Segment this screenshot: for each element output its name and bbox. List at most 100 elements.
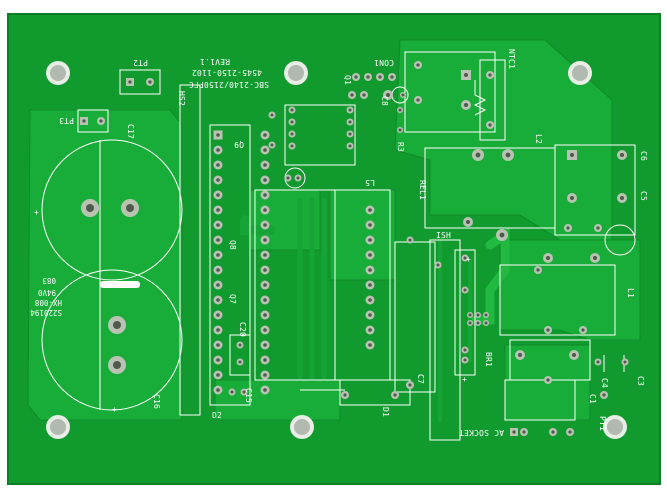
drill-hole: [566, 226, 570, 230]
plus-mark-c16: +: [112, 405, 117, 414]
label-c4: C4: [600, 378, 609, 388]
label-hs2: HS2: [177, 91, 186, 106]
label-q1: Q1: [343, 75, 352, 85]
drill-hole: [398, 128, 402, 132]
label-ac-socket: AC SOCKET: [459, 428, 504, 437]
drill-hole: [620, 196, 624, 200]
drill-hole: [343, 393, 347, 397]
drill-hole: [216, 193, 220, 197]
drill-hole: [238, 360, 242, 364]
label-c1: C1: [588, 394, 597, 404]
drill-hole: [464, 73, 468, 77]
pcb-edge-highlight: [7, 13, 661, 485]
drill-hole: [216, 178, 220, 182]
drill-hole: [368, 238, 372, 242]
drill-hole: [596, 360, 600, 364]
drill-hole: [536, 268, 540, 272]
drill-hole: [263, 373, 267, 377]
drill-hole: [216, 208, 220, 212]
drill-hole: [216, 343, 220, 347]
label-vendor-94v0: 94V0: [37, 288, 56, 297]
drill-hole: [263, 313, 267, 317]
drill-hole: [512, 430, 516, 434]
mounting-holes: [46, 61, 627, 439]
drill-hole: [216, 163, 220, 167]
drill-hole: [408, 238, 412, 242]
drill-hole: [263, 193, 267, 197]
drill-hole: [238, 343, 242, 347]
drill-hole: [522, 430, 526, 434]
drill-hole: [468, 321, 472, 325]
drill-hole: [242, 390, 246, 394]
label-l5: L5: [365, 178, 375, 187]
drill-hole: [463, 358, 467, 362]
component-pads: [80, 61, 629, 436]
drill-hole: [263, 208, 267, 212]
drill-hole: [216, 133, 220, 137]
drill-hole: [368, 328, 372, 332]
drill-hole: [546, 378, 550, 382]
label-model2: 4545-2150-1102: [192, 68, 262, 77]
label-q9: Q9: [234, 140, 244, 149]
drill-hole: [593, 256, 597, 260]
drill-hole: [216, 238, 220, 242]
drill-hole: [82, 119, 86, 123]
drill-hole: [263, 328, 267, 332]
label-pt1: PT1: [598, 416, 607, 431]
label-l2: L2: [534, 134, 543, 144]
drill-hole: [368, 283, 372, 287]
drill-hole: [216, 313, 220, 317]
drill-hole: [476, 313, 480, 317]
drill-hole: [484, 321, 488, 325]
label-c7: C7: [416, 374, 425, 384]
label-l1: L1: [626, 288, 635, 298]
label-d1: D1: [381, 407, 390, 417]
drill-hole: [216, 253, 220, 257]
label-pt3: PT3: [59, 116, 74, 125]
drill-hole: [436, 263, 440, 267]
drill-hole: [568, 430, 572, 434]
label-q8: Q8: [228, 240, 237, 250]
plus-mark-ish: +: [466, 255, 471, 264]
drill-hole: [368, 343, 372, 347]
drill-hole: [546, 328, 550, 332]
drill-hole: [476, 321, 480, 325]
drill-hole: [216, 298, 220, 302]
label-c17: C17: [126, 124, 135, 139]
drill-hole: [216, 328, 220, 332]
drill-hole: [466, 220, 470, 224]
drill-hole: [368, 298, 372, 302]
label-r3: R3: [396, 142, 405, 152]
drill-hole: [290, 120, 294, 124]
drill-hole: [463, 348, 467, 352]
drill-hole: [463, 256, 467, 260]
label-pt2: PT2: [133, 58, 148, 67]
drill-hole: [416, 98, 420, 102]
drill-hole: [499, 232, 505, 238]
drill-hole: [488, 73, 492, 77]
drill-hole: [263, 358, 267, 362]
drill-hole: [263, 388, 267, 392]
label-rel1: REL1: [418, 180, 427, 200]
drill-hole: [286, 176, 290, 180]
drill-hole: [216, 358, 220, 362]
drill-hole: [263, 298, 267, 302]
label-ntc1: NTC1: [507, 49, 516, 69]
drill-hole: [368, 208, 372, 212]
label-vendor-s220194: S220194: [30, 308, 62, 317]
drill-hole: [216, 283, 220, 287]
drill-hole: [263, 238, 267, 242]
silk-labels: PT2 PT3 C17 HS2 SBC-2140/2150PFC 4545-21…: [30, 49, 648, 437]
drill-hole: [546, 256, 550, 260]
drill-hole: [378, 75, 382, 79]
drill-hole: [354, 75, 358, 79]
label-con1: CON1: [374, 58, 394, 67]
plus-mark-br1: +: [462, 375, 467, 384]
drill-hole: [368, 223, 372, 227]
drill-hole: [263, 223, 267, 227]
drill-hole: [263, 148, 267, 152]
drill-hole: [263, 283, 267, 287]
drill-hole: [263, 268, 267, 272]
drill-hole: [484, 313, 488, 317]
